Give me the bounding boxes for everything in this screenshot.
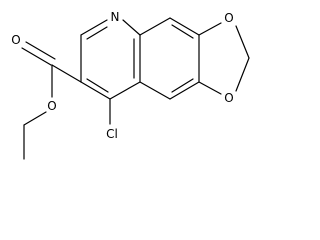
bond-ch2-o-bottom [235,57,250,92]
atom-o-dioxole-top: O [224,11,233,25]
atom-chlorine: Cl [106,127,118,141]
bond-c6-o-bottom [198,81,222,95]
molecule-structure: N O O O O Cl [11,10,250,160]
bond-carbonyl-double-1 [21,47,52,66]
bond-c2-n1 [80,19,108,36]
bond-c6-c5-inner [171,78,194,93]
bond-c4-c3-inner [86,78,109,93]
bond-c6-c5 [169,81,200,100]
bond-c4a-c4 [109,81,141,100]
bond-layer [21,17,250,160]
bond-c2-n1-inner [86,26,108,40]
bond-carbonyl-double-2 [25,41,56,60]
atom-label-layer: N O O O O Cl [11,10,233,141]
bond-c7-o-top [198,22,222,36]
bond-o-top-ch2 [235,25,250,59]
bond-c3-carbonyl-c [51,64,82,83]
bond-c8-c7 [169,17,200,36]
bond-c8-c7-inner [171,24,194,39]
atom-o-dioxole-bottom: O [224,91,233,105]
bond-c4-c3 [80,81,111,100]
atom-o-carbonyl: O [11,33,20,47]
atom-n-ring: N [111,10,120,24]
bond-n1-c8a [122,19,141,36]
bond-c8a-c8 [139,17,171,36]
bond-c5-c4a [139,81,171,100]
bond-o-ester-ch2 [23,111,47,126]
atom-o-ester: O [47,99,56,113]
